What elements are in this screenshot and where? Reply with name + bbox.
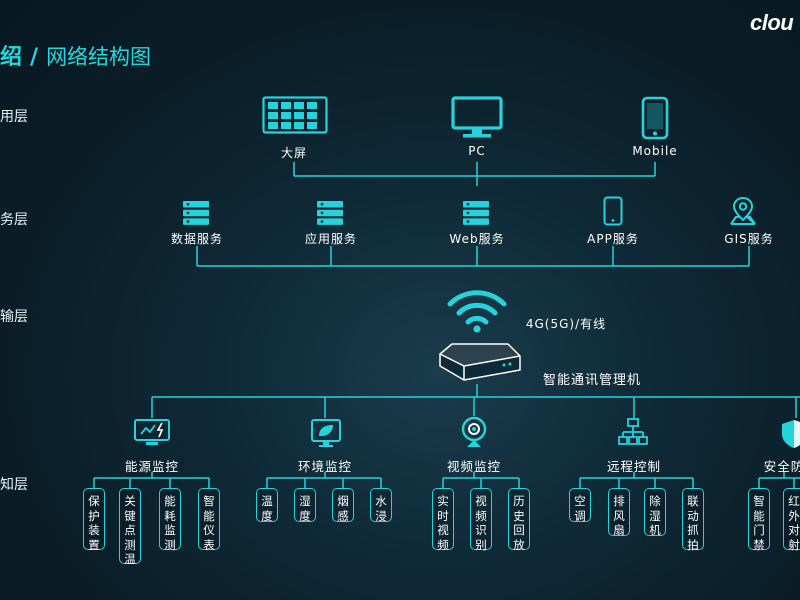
layer-label-perception: 知层 xyxy=(0,477,28,493)
leaf-item: 红外对射 xyxy=(783,488,800,552)
title-slash: / xyxy=(30,45,39,70)
location-pin-icon xyxy=(730,196,756,225)
monitor-icon xyxy=(451,96,503,138)
leaf-item: 排风扇 xyxy=(608,488,630,537)
service-label: 数据服务 xyxy=(170,232,224,246)
category-label: 视频监控 xyxy=(446,459,502,474)
leaf-item: 保护装置 xyxy=(83,488,105,552)
page-title: 绍 / 网络结构图 xyxy=(0,40,151,74)
phone-icon xyxy=(603,196,623,226)
leaf-item: 联动抓拍 xyxy=(682,488,704,552)
leaf-item: 关键点测温 xyxy=(119,488,141,566)
leaf-item: 温度 xyxy=(256,488,278,523)
layer-label-application: 用层 xyxy=(0,109,28,125)
category-label: 远程控制 xyxy=(606,459,662,474)
phone-icon xyxy=(641,96,669,140)
energy-monitor-icon xyxy=(134,419,170,445)
server-icon xyxy=(183,201,209,225)
network-tree-icon xyxy=(618,418,648,445)
leaf-item: 能耗监测 xyxy=(159,488,181,552)
hub-label: 智能通讯管理机 xyxy=(542,373,642,388)
device-label: 大屏 xyxy=(280,146,308,160)
layer-label-service: 务层 xyxy=(0,212,28,228)
layer-label-transport: 输层 xyxy=(0,309,28,325)
title-sub: 网络结构图 xyxy=(46,45,152,69)
category-label: 能源监控 xyxy=(124,459,180,474)
screen-icon xyxy=(262,96,328,134)
leaf-item: 空调 xyxy=(569,488,591,523)
camera-icon xyxy=(461,416,487,447)
service-label: APP服务 xyxy=(587,232,639,246)
service-label: Web服务 xyxy=(449,232,505,246)
brand-logo: clou xyxy=(750,10,794,35)
leaf-item: 除湿机 xyxy=(644,488,666,537)
category-label: 环境监控 xyxy=(297,459,353,474)
device-label: PC xyxy=(468,144,486,158)
wifi-icon xyxy=(447,290,507,333)
leaf-item: 烟感 xyxy=(332,488,354,523)
gateway-device-icon xyxy=(439,343,521,381)
leaf-item: 智能仪表 xyxy=(198,488,220,552)
service-label: 应用服务 xyxy=(304,232,358,246)
shield-icon xyxy=(782,420,800,448)
server-icon xyxy=(463,201,489,225)
server-icon xyxy=(317,201,343,225)
title-lead: 绍 xyxy=(0,45,23,70)
leaf-item: 水浸 xyxy=(370,488,392,523)
service-label: GIS服务 xyxy=(724,232,774,246)
link-label: 4G(5G)/有线 xyxy=(525,317,607,331)
leaf-item: 历史回放 xyxy=(508,488,530,552)
leaf-item: 视频识别 xyxy=(470,488,492,552)
leaf-item: 湿度 xyxy=(294,488,316,523)
device-label: Mobile xyxy=(632,144,678,158)
leaf-item: 实时视频 xyxy=(432,488,454,552)
leaf-item: 智能门禁 xyxy=(748,488,770,552)
environment-monitor-icon xyxy=(311,419,341,447)
category-label: 安全防 xyxy=(763,459,800,474)
